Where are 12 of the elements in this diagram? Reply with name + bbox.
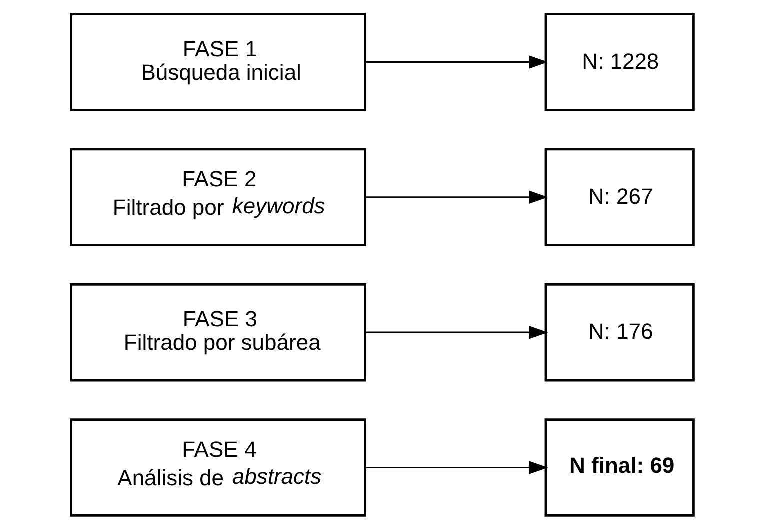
- node-box: FASE 4 Análisis de abstracts: [70, 418, 366, 517]
- node-box: N final: 69: [544, 418, 694, 517]
- node-box: N: 267: [544, 148, 694, 247]
- arrow: [364, 190, 548, 204]
- node-box: N: 1228: [544, 13, 694, 112]
- node-box: FASE 2 Filtrado por keywords: [70, 148, 366, 247]
- node-box: FASE 3 Filtrado por subárea: [70, 283, 366, 382]
- arrow: [364, 56, 548, 69]
- node-box: FASE 1 Búsqueda inicial: [70, 13, 366, 112]
- arrow: [364, 326, 548, 340]
- node-box: N: 176: [544, 283, 694, 382]
- arrow: [364, 461, 548, 474]
